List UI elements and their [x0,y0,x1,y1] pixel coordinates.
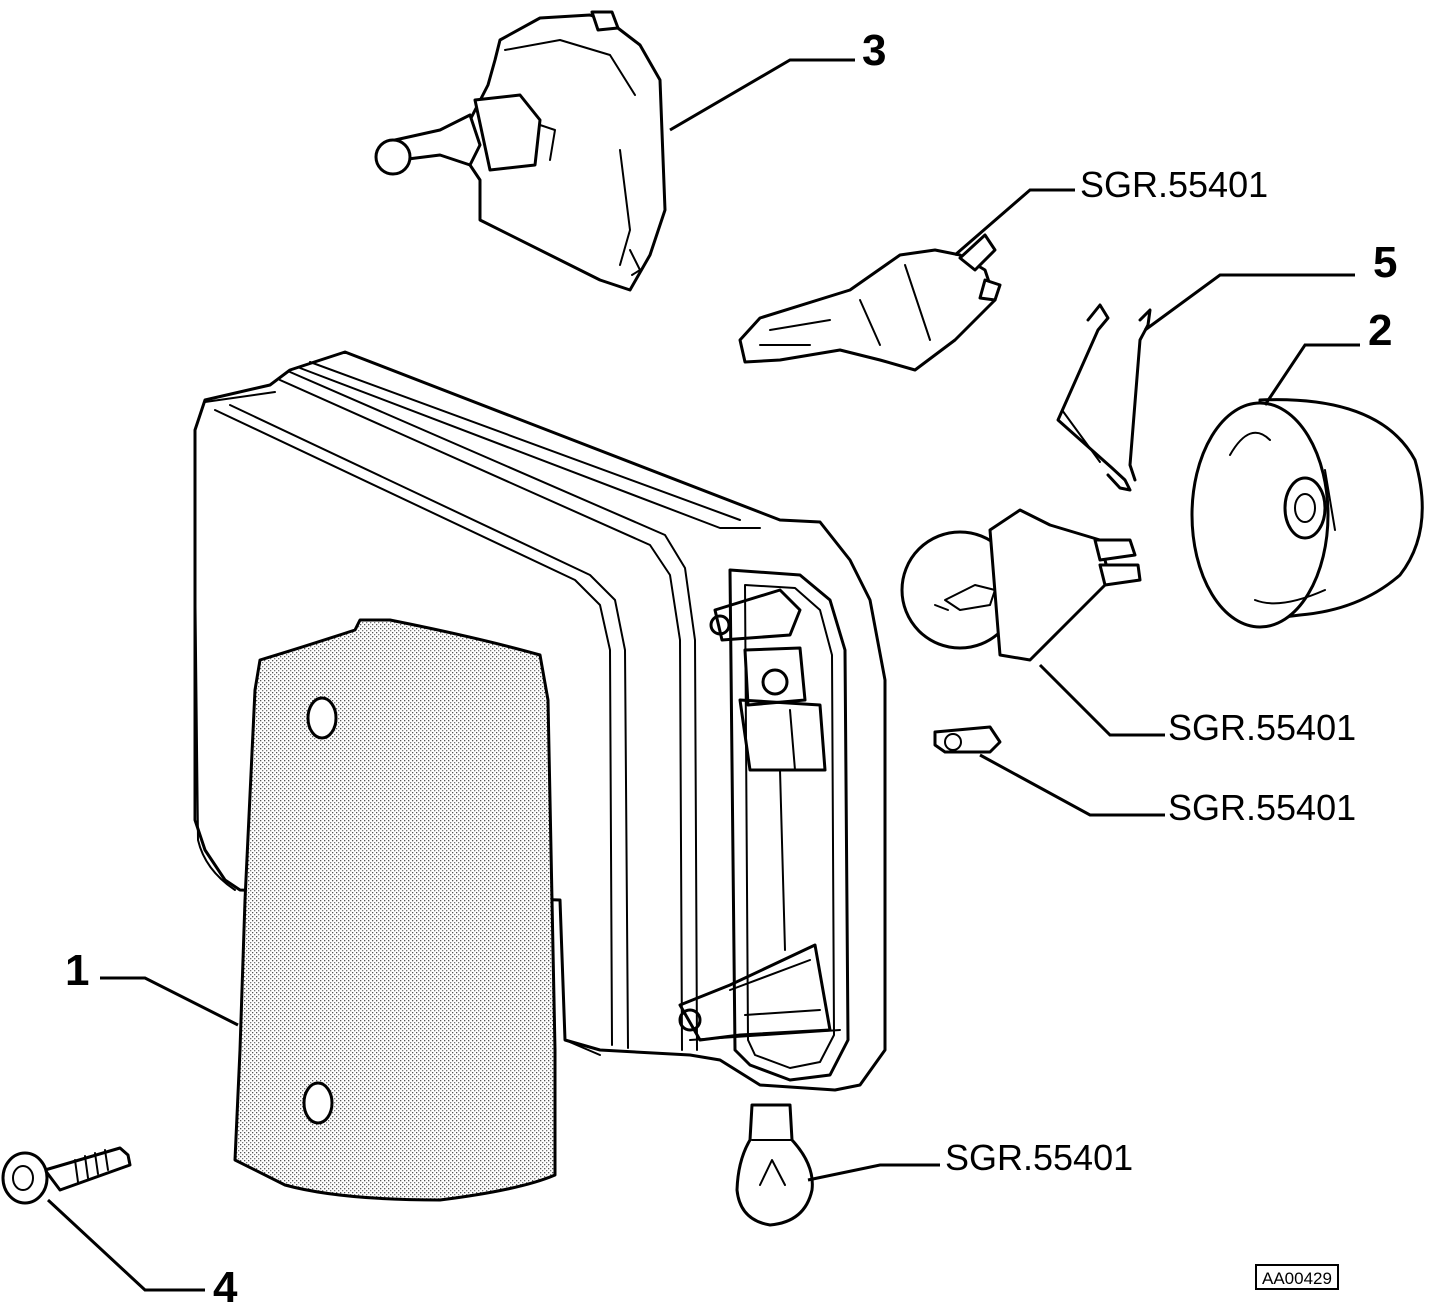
ref-indicator-bulb: SGR.55401 [1168,707,1356,748]
rear-cover-cap [1190,398,1424,629]
ref-headlamp-bulb: SGR.55401 [1080,164,1268,205]
reference-labels: SGR.55401 SGR.55401 SGR.55401 SGR.55401 [945,164,1356,1178]
drawing-code-box: AA00429 [1255,1264,1339,1290]
leader-lines [46,58,1360,1292]
spring-clip [1056,303,1152,492]
indicator-bulb [900,508,1142,662]
callout-labels: 1 2 3 4 5 [65,26,1397,1303]
drawing-code: AA00429 [1262,1269,1332,1288]
indicator-lens [233,618,557,1202]
callout-1: 1 [65,946,89,995]
callout-4: 4 [213,1263,238,1303]
callout-2: 2 [1368,306,1392,355]
callout-3: 3 [862,26,886,75]
ref-stop-bulb: SGR.55401 [945,1137,1133,1178]
fixing-screw [1,1146,132,1205]
small-wedge-bulb [933,725,1002,754]
headlamp-bulb [738,233,1002,372]
ref-small-bulb: SGR.55401 [1168,787,1356,828]
levelling-motor [374,10,667,292]
stop-lamp-bulb [735,1103,814,1227]
callout-5: 5 [1373,238,1397,287]
